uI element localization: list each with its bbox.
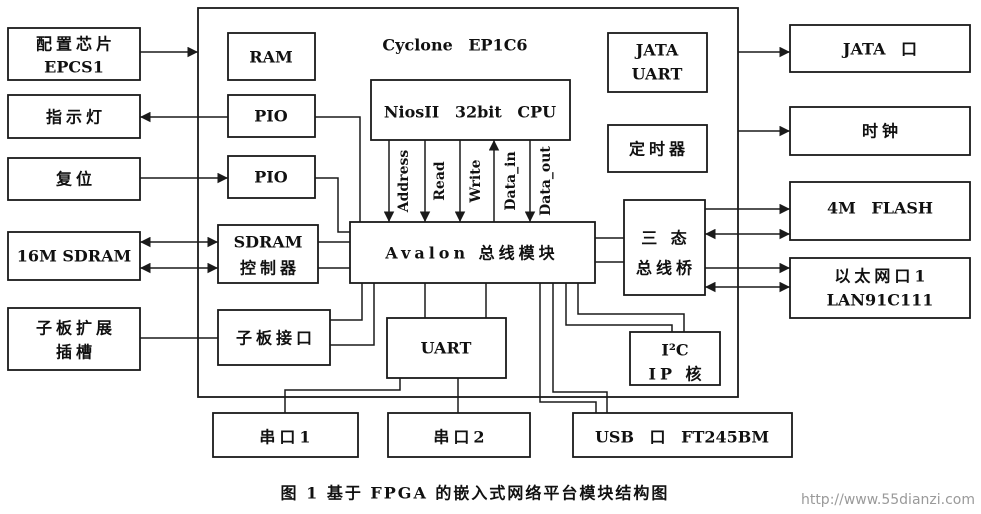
config-chip-label-line2: EPCS1 (44, 58, 104, 77)
clock-label: 时钟 (862, 122, 902, 141)
i2c-bus-line-2 (577, 283, 685, 332)
watermark: http://www.55dianzi.com (801, 492, 975, 508)
pio-led-label: PIO (254, 107, 288, 126)
i2c-bus-line-1 (565, 283, 673, 332)
i2c-label-line1: I²C (661, 341, 688, 360)
ram-box (227, 32, 316, 81)
pio-led-box (227, 94, 316, 138)
jtag-uart-label-line1: JATA (634, 41, 679, 60)
reset-box (7, 157, 141, 201)
serial1-box (212, 412, 359, 458)
ethernet-label-line1: 以太网口1 (834, 267, 929, 286)
sdram-controller-label-line2: 控制器 (240, 259, 300, 278)
flash-label: 4M FLASH (827, 199, 933, 218)
usb-bus-line-1 (539, 283, 597, 413)
serial2-label: 串口2 (433, 428, 488, 447)
sdram-controller-label-line1: SDRAM (234, 233, 303, 252)
timer-box (607, 124, 708, 173)
tristate-bridge-label-line1: 三 态 (641, 229, 691, 248)
jtag-port-box (789, 24, 971, 73)
address-signal-label: Address (396, 150, 412, 214)
expansion-slot-box (7, 307, 141, 371)
tristate-bridge-box (623, 199, 706, 296)
pio-reset-bus-line (315, 177, 350, 233)
pio-led-bus-line (315, 116, 361, 222)
uart-box (386, 317, 507, 379)
tristate-bridge-label-line2: 总线桥 (636, 259, 696, 278)
jtag-uart-box (607, 32, 708, 93)
avalon-bus-label: Avalon 总线模块 (384, 244, 558, 263)
sdram-controller-box (217, 224, 319, 284)
indicator-led-label: 指示灯 (46, 108, 106, 127)
config-chip-label-line1: 配置芯片 (36, 35, 116, 54)
read-signal-label: Read (432, 161, 448, 201)
sdram-box (7, 231, 141, 281)
expansion-slot-label-line2: 插槽 (56, 343, 96, 362)
ethernet-box (789, 257, 971, 319)
serial1-label: 串口1 (259, 428, 314, 447)
sdram-label: 16M SDRAM (17, 247, 131, 266)
i2c-box (629, 331, 721, 386)
flash-box (789, 181, 971, 241)
daughter-interface-box (217, 309, 331, 366)
usb-box (572, 412, 793, 458)
data-out-signal-label: Data_out (538, 146, 554, 216)
usb-label: USB 口 FT245BM (595, 428, 769, 447)
data-in-signal-label: Data_in (503, 151, 519, 210)
cpu-box (370, 79, 571, 141)
figure-caption: 图 1 基于 FPGA 的嵌入式网络平台模块结构图 (281, 484, 670, 503)
serial2-box (387, 412, 531, 458)
usb-bus-line-2 (552, 283, 608, 413)
timer-label: 定时器 (628, 140, 689, 159)
config-chip-box (7, 27, 141, 81)
write-signal-label: Write (468, 159, 484, 203)
cpu-label: NiosII 32bit CPU (384, 103, 556, 122)
ethernet-label-line2: LAN91C111 (827, 291, 934, 310)
pio-reset-label: PIO (254, 168, 288, 187)
indicator-led-box (7, 94, 141, 139)
jtag-port-label: JATA 口 (841, 40, 917, 59)
ram-label: RAM (249, 48, 292, 67)
daughter-interface-label: 子板接口 (236, 329, 316, 348)
reset-label: 复位 (55, 170, 96, 189)
i2c-label-line2: IP 核 (648, 365, 705, 384)
uart-label: UART (421, 339, 472, 358)
expansion-slot-label-line1: 子板扩展 (36, 319, 116, 338)
daughter-interface-bus-line-1 (330, 283, 363, 321)
jtag-uart-label-line2: UART (632, 65, 683, 84)
fpga-chip-title: Cyclone EP1C6 (382, 36, 527, 55)
pio-reset-box (227, 155, 316, 199)
avalon-bus-box (349, 221, 596, 284)
serial1-line (284, 378, 401, 413)
daughter-interface-bus-line-2 (330, 283, 375, 346)
clock-box (789, 106, 971, 156)
